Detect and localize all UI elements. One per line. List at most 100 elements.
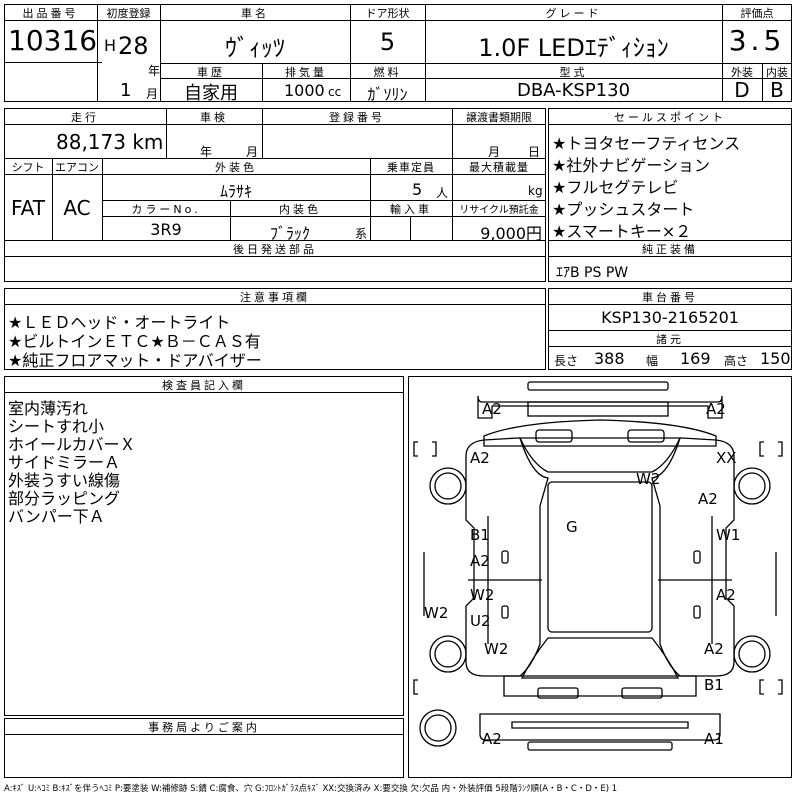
top-header-block <box>4 4 792 102</box>
lot-number: 10316 <box>8 24 98 57</box>
chassis-label: 車台番号 <box>642 291 698 304</box>
mileage-label: 走行 <box>71 111 99 124</box>
first-reg-label: 初度登録 <box>106 7 151 20</box>
color-no-value: 3R9 <box>150 220 182 239</box>
fuel-value: ｶﾞｿﾘﾝ <box>367 85 408 104</box>
mark-front-right: A2 <box>706 400 726 418</box>
ext-score-label: 外装 <box>731 66 753 79</box>
chassis-value: KSP130-2165201 <box>601 308 739 327</box>
int-score-label: 内装 <box>766 66 788 79</box>
mark-door-fl-2: A2 <box>470 552 490 570</box>
length-label: 長さ <box>554 354 579 368</box>
inspector-item: バンパー下Ａ <box>8 507 105 526</box>
right-body <box>651 437 735 677</box>
width-value: 169 <box>680 349 711 368</box>
displacement-unit: cc <box>328 85 342 99</box>
roof <box>547 481 653 633</box>
model-name: ｳﾞｨｯﾂ <box>225 34 285 62</box>
inspector-item: サイドミラーＡ <box>8 453 121 472</box>
model-name-label: 車名 <box>241 7 269 20</box>
notes-label: 注意事項欄 <box>240 291 310 304</box>
notes-block <box>4 288 546 370</box>
front-bumper <box>477 395 723 419</box>
sales-points-block <box>548 108 792 282</box>
note-item: ★ビルトインＥＴＣ★Ｂ－ＣＡＳ有 <box>8 332 261 351</box>
mark-side-left: W2 <box>424 604 449 622</box>
inspector-item: シートすれ小 <box>8 417 105 436</box>
reg-no-label: 登録番号 <box>329 111 385 124</box>
transfer-month-unit: 月 <box>488 145 501 159</box>
fuel-label: 燃料 <box>373 66 402 79</box>
color-no-label: カラーNo. <box>131 203 201 216</box>
note-item: ★純正フロアマット・ドアバイザー <box>8 351 262 370</box>
mark-front-left: A2 <box>482 400 502 418</box>
front-lamp-left <box>535 429 573 443</box>
capacity-value: 5 <box>412 180 423 199</box>
lot-label: 出品番号 <box>22 7 79 20</box>
office-block <box>4 718 404 778</box>
first-reg-era: H <box>104 36 117 55</box>
grade-label: グレード <box>545 7 602 20</box>
displacement-label: 排気量 <box>285 66 327 79</box>
sales-points-label: セールスポイント <box>614 111 726 124</box>
inspector-item: 部分ラッピング <box>8 489 121 508</box>
length-value: 388 <box>594 349 625 368</box>
car-outline-diagram <box>413 381 783 751</box>
mark-trunk-right: B1 <box>704 676 724 694</box>
sales-point-item: ★トヨタセーフティセンス <box>552 134 741 153</box>
mark-qtr-right: A2 <box>704 640 724 658</box>
grade-value: 1.0F LEDｴﾃﾞｨｼｮﾝ <box>478 34 669 62</box>
equipment-value: ｴｱB PS PW <box>556 265 629 281</box>
int-score-value: B <box>770 78 784 102</box>
mark-door-rl-1: W2 <box>470 586 495 604</box>
capacity-label: 乗車定員 <box>387 161 435 174</box>
office-label: 事務局よりご案内 <box>148 721 260 734</box>
doors-label: ドア形状 <box>365 7 410 20</box>
damage-diagram <box>408 376 792 778</box>
chassis-block <box>548 288 792 370</box>
note-item: ★ＬＥＤヘッド・オートライト <box>8 313 231 332</box>
equipment-label: 純正装備 <box>642 243 698 256</box>
first-reg-year: 28 <box>118 32 149 60</box>
aircon-label: エアコン <box>55 161 99 174</box>
mark-rear-left: A2 <box>482 730 502 748</box>
score-label: 評価点 <box>740 7 774 20</box>
front-bumper-top <box>527 381 669 391</box>
mark-door-fl-1: B1 <box>470 526 490 544</box>
aircon-value: AC <box>63 196 91 220</box>
capacity-unit: 人 <box>436 186 449 200</box>
mark-windshield: W2 <box>636 470 661 488</box>
mark-qtr-left: W2 <box>484 640 509 658</box>
doors-value: 5 <box>379 28 396 56</box>
mark-door-fr: W1 <box>716 526 741 544</box>
mark-hood-left: A2 <box>470 449 490 467</box>
mileage-value: 88,173 km <box>56 130 164 154</box>
left-body <box>465 437 549 677</box>
rear-window <box>520 637 680 679</box>
model-code-label: 型式 <box>559 66 588 79</box>
vehicle-info-block <box>4 108 546 282</box>
inspector-block <box>4 376 404 716</box>
inspection-month-unit: 月 <box>246 145 259 159</box>
inspector-label: 検査員記入欄 <box>162 379 246 392</box>
shift-label: シフト <box>11 161 45 174</box>
dimensions-label: 諸元 <box>656 333 684 346</box>
history-value: 自家用 <box>184 83 238 104</box>
front-lamp-right <box>627 429 665 443</box>
sales-point-item: ★社外ナビゲーション <box>552 156 711 175</box>
inspector-item: 外装うすい線傷 <box>8 471 121 490</box>
later-parts-label: 後日発送部品 <box>233 243 317 256</box>
score-value: 3.5 <box>728 24 786 57</box>
shift-value: FAT <box>10 196 45 220</box>
int-color-label: 内装色 <box>279 203 321 216</box>
sales-point-item: ★スマートキー×２ <box>552 222 692 241</box>
mark-rear-right: A1 <box>704 730 724 748</box>
first-reg-year-unit: 年 <box>148 64 161 78</box>
import-label: 輸入車 <box>390 203 432 216</box>
transfer-day-unit: 日 <box>528 145 541 159</box>
height-value: 150 <box>760 349 791 368</box>
history-label: 車歴 <box>197 66 225 79</box>
legend-text: A:ｷｽﾞ U:ﾍｺﾐ B:ｷｽﾞを伴うﾍｺﾐ P:要塗装 W:補修跡 S:錆 … <box>4 784 618 794</box>
recycle-label: リサイクル預託金 <box>459 205 539 216</box>
ext-score-value: D <box>734 78 750 102</box>
